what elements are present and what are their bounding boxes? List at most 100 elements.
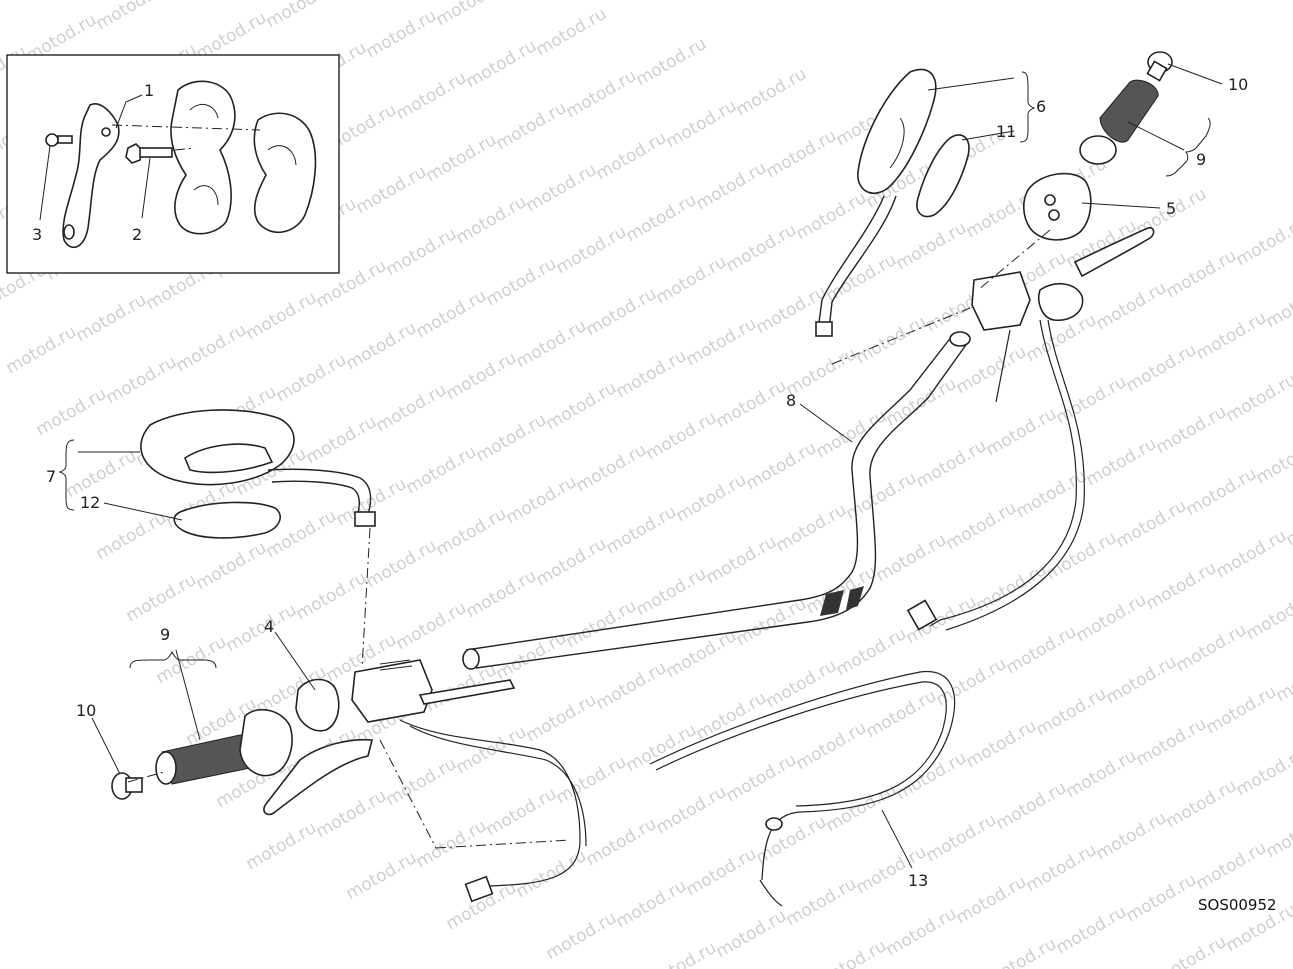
watermark-text: motod.ru — [493, 98, 571, 154]
watermark-text: motod.ru — [303, 412, 381, 468]
callout-12: 12 — [80, 493, 100, 512]
part-10-left-bar-end — [111, 772, 143, 800]
handlebar-clamp-upper — [253, 112, 317, 234]
watermark-text: motod.ru — [683, 314, 761, 370]
watermark-text: motod.ru — [653, 252, 731, 308]
watermark-text: motod.ru — [893, 748, 971, 804]
watermark-text: motod.ru — [313, 786, 391, 842]
callout-numbers: 10 9 5 6 11 8 13 4 9 10 7 12 — [46, 75, 1248, 890]
watermark-text: motod.ru — [73, 290, 151, 346]
watermark-text: motod.ru — [1163, 246, 1241, 302]
watermark-text: motod.ru — [983, 404, 1061, 460]
watermark-text: motod.ru — [1183, 464, 1261, 520]
watermark-text: motod.ru — [423, 130, 501, 186]
watermark-text: motod.ru — [503, 472, 581, 528]
watermark-text: motod.ru — [723, 750, 801, 806]
watermark-text: motod.ru — [783, 874, 861, 930]
watermark-text: motod.ru — [1233, 214, 1293, 270]
watermark-text: motod.ru — [1153, 932, 1231, 969]
watermark-text: motod.ru — [923, 810, 1001, 866]
watermark-text: motod.ru — [733, 64, 811, 120]
watermark-text: motod.ru — [683, 844, 761, 900]
watermark-text: motod.ru — [1243, 588, 1293, 644]
watermark-text: motod.ru — [1083, 434, 1161, 490]
part-2-bolt — [125, 143, 173, 164]
callout-5: 5 — [1166, 199, 1176, 218]
watermark-text: motod.ru — [863, 686, 941, 742]
watermark-text: motod.ru — [103, 352, 181, 408]
watermark-text: motod.ru — [1113, 496, 1191, 552]
watermark-text: motod.ru — [1133, 714, 1211, 770]
part-12-mirror-cover — [173, 501, 281, 539]
watermark-text: motod.ru — [123, 570, 201, 626]
watermark-text: motod.ru — [943, 498, 1021, 554]
watermark-text: motod.ru — [563, 596, 641, 652]
watermark-text: motod.ru — [833, 624, 911, 680]
watermark-text: motod.ru — [953, 872, 1031, 928]
callout-10-right: 10 — [1228, 75, 1248, 94]
watermark-text: motod.ru — [193, 538, 271, 594]
watermark-text: motod.ru — [693, 158, 771, 214]
watermark-text: motod.ru — [583, 814, 661, 870]
watermark-text: motod.ru — [483, 254, 561, 310]
watermark-text: motod.ru — [633, 34, 711, 90]
callout-6: 6 — [1036, 97, 1046, 116]
watermark-text: motod.ru — [883, 904, 961, 960]
callout-leaders — [58, 63, 1223, 869]
watermark-text: motod.ru — [243, 288, 321, 344]
watermark-text: motod.ru — [1203, 682, 1281, 738]
watermark-text: motod.ru — [513, 316, 591, 372]
part-11-mirror-cover — [916, 134, 970, 218]
watermark-text: motod.ru — [963, 716, 1041, 772]
right-brake-master-cylinder — [906, 226, 1155, 631]
watermark-text: motod.ru — [663, 96, 741, 152]
watermark-text: motod.ru — [823, 780, 901, 836]
watermark-text: motod.ru — [673, 470, 751, 526]
watermark-text: motod.ru — [1123, 340, 1201, 396]
part-7-left-mirror — [140, 409, 376, 527]
watermark-text: motod.ru — [513, 846, 591, 902]
watermark-text: motod.ru — [93, 508, 171, 564]
watermark-text: motod.ru — [293, 568, 371, 624]
watermark-text: motod.ru — [453, 192, 531, 248]
watermark-text: motod.ru — [873, 530, 951, 586]
watermark-text: motod.ru — [553, 752, 631, 808]
part-10-right-bar-end — [1146, 51, 1173, 82]
watermark-text: motod.ru — [743, 438, 821, 494]
watermark-text: motod.ru — [723, 220, 801, 276]
watermark-text: motod.ru — [1063, 746, 1141, 802]
watermark-text: motod.ru — [1003, 622, 1081, 678]
callout-10-left: 10 — [76, 701, 96, 720]
drawing-code: SOS00952 — [1198, 896, 1277, 914]
inset-detail: 1 2 3 — [6, 54, 340, 274]
watermark-text: motod.ru — [463, 36, 541, 92]
watermark-text: motod.ru — [1033, 684, 1111, 740]
watermark-text: motod.ru — [0, 0, 70, 4]
part-4-left-switch — [295, 678, 340, 732]
watermark-text: motod.ru — [383, 224, 461, 280]
watermark-text: motod.ru — [1123, 870, 1201, 926]
watermark-text: motod.ru — [363, 536, 441, 592]
watermark-text: motod.ru — [1013, 466, 1091, 522]
watermark-text: motod.ru — [1193, 308, 1271, 364]
watermark-text: motod.ru — [393, 68, 471, 124]
watermark-text: motod.ru — [543, 378, 621, 434]
watermark-text: motod.ru — [523, 160, 601, 216]
watermark-text: motod.ru — [1023, 840, 1101, 896]
watermark-text: motod.ru — [443, 348, 521, 404]
watermark-text: motod.ru — [593, 128, 671, 184]
watermark-text: motod.ru — [563, 66, 641, 122]
watermark-text: motod.ru — [63, 446, 141, 502]
watermark-text: motod.ru — [1153, 402, 1231, 458]
watermark-text: motod.ru — [1213, 526, 1291, 582]
handlebar-clamp-lower — [170, 80, 236, 235]
watermark-text: motod.ru — [263, 0, 341, 32]
watermark-text: motod.ru — [523, 690, 601, 746]
watermark-text: motod.ru — [663, 626, 741, 682]
watermark-text: motod.ru — [383, 754, 461, 810]
watermark-text: motod.ru — [543, 908, 621, 964]
watermark-text: motod.ru — [913, 436, 991, 492]
callout-9-left: 9 — [160, 625, 170, 644]
watermark-text: motod.ru — [33, 384, 111, 440]
part-5-right-switch — [1022, 172, 1092, 241]
